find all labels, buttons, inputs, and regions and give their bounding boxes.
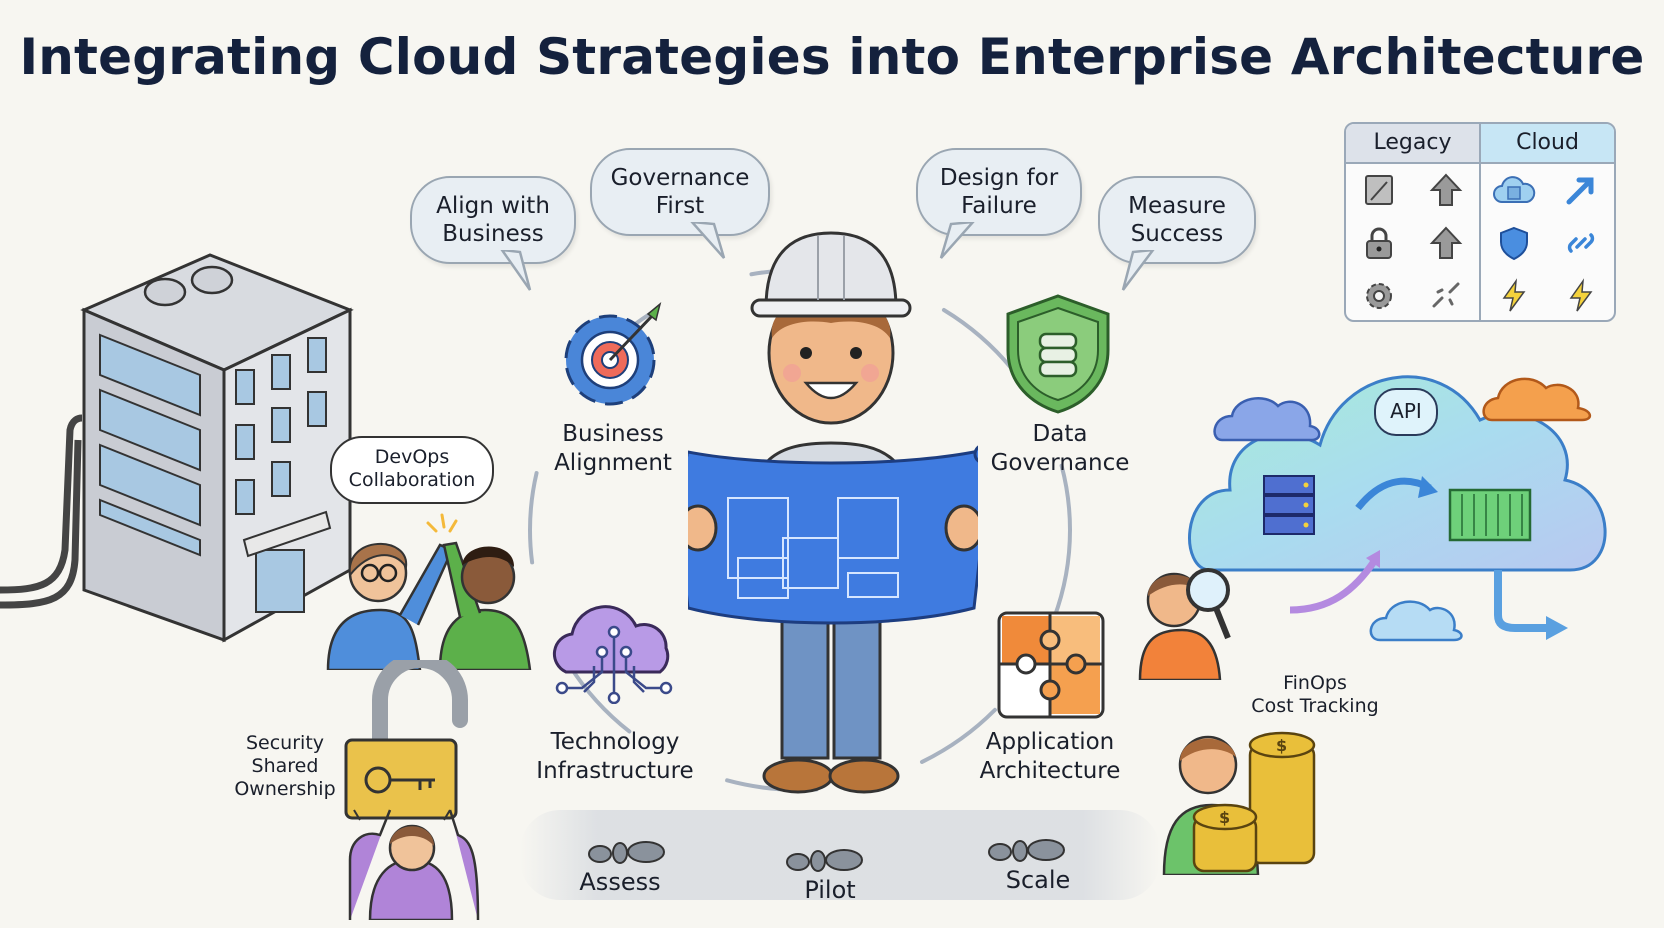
server-rack-icon <box>1365 175 1394 206</box>
principle-text: Design for <box>939 165 1059 191</box>
broken-link-icon <box>1432 282 1460 308</box>
pillar-data-governance: Data Governance <box>970 420 1150 478</box>
step-assess: Assess <box>579 868 661 896</box>
up-arrow-icon <box>1429 226 1463 259</box>
principle-text: Align with <box>436 193 550 219</box>
finops-coins-figure: $ $ <box>1162 731 1316 875</box>
shield-database-icon <box>1006 294 1110 414</box>
devops-label: DevOps <box>374 446 450 468</box>
devops-speech-bubble: DevOps Collaboration <box>330 436 494 504</box>
legacy-column <box>1346 164 1481 320</box>
legacy-vs-cloud-table: Legacy Cloud <box>1344 122 1616 322</box>
cloud-header: Cloud <box>1481 124 1614 162</box>
cloud-circuit-icon <box>552 605 673 704</box>
link-icon <box>1567 233 1594 253</box>
svg-text:$: $ <box>1219 808 1230 827</box>
pillar-label: Governance <box>990 450 1130 476</box>
principle-bubble-measure: Measure Success <box>1098 176 1256 264</box>
lightning-icon <box>1502 277 1526 312</box>
pillar-business-alignment: Business Alignment <box>528 420 698 478</box>
cloud-environment <box>1188 375 1607 642</box>
pillar-application-architecture: Application Architecture <box>960 728 1140 786</box>
finops-note: FinOps Cost Tracking <box>1240 672 1390 718</box>
pillar-label: Architecture <box>979 758 1121 784</box>
principle-text: Business <box>442 221 544 247</box>
security-label: Shared <box>251 755 319 777</box>
pillar-technology-infrastructure: Technology Infrastructure <box>510 728 720 786</box>
principle-text: Measure <box>1128 193 1226 219</box>
pillar-label: Alignment <box>554 450 672 476</box>
security-padlock-figure <box>344 660 480 920</box>
svg-text:$: $ <box>1276 736 1287 755</box>
finops-label: FinOps <box>1283 672 1347 694</box>
server-stack-icon <box>1263 475 1315 535</box>
analyst-with-magnifier <box>1138 568 1231 680</box>
api-bubble: API <box>1374 388 1438 436</box>
pillar-label: Business <box>562 421 664 447</box>
bubble-tail <box>1121 250 1155 291</box>
step-pilot: Pilot <box>804 876 856 904</box>
security-label: Ownership <box>234 778 336 800</box>
pillar-label: Application <box>985 729 1115 755</box>
page-title: Integrating Cloud Strategies into Enterp… <box>19 28 1645 86</box>
enterprise-architect-figure <box>688 231 978 794</box>
legacy-header: Legacy <box>1346 124 1481 162</box>
pillar-label: Infrastructure <box>536 758 694 784</box>
gear-icon <box>1366 282 1393 309</box>
lightning-icon <box>1569 277 1593 312</box>
footprints-icon <box>988 839 1065 862</box>
pillar-label: Data <box>1032 421 1088 447</box>
principle-bubble-governance: Governance First <box>590 148 770 236</box>
bubble-tail <box>939 222 975 259</box>
principle-text: Failure <box>961 193 1037 219</box>
bubble-tail <box>500 250 532 291</box>
up-arrow-icon <box>1429 173 1463 207</box>
pillar-label: Technology <box>550 729 680 755</box>
bubble-tail <box>690 222 726 259</box>
gear-target-icon <box>564 301 662 406</box>
shield-icon <box>1500 226 1529 261</box>
puzzle-icon <box>997 611 1105 719</box>
principle-bubble-align: Align with Business <box>410 176 576 264</box>
finops-label: Cost Tracking <box>1251 695 1379 717</box>
principle-text: First <box>655 193 705 219</box>
step-scale: Scale <box>1005 866 1071 894</box>
devops-team-high-five <box>326 513 532 670</box>
security-label: Security <box>245 732 325 754</box>
principle-text: Success <box>1130 221 1224 247</box>
padlock-icon <box>1366 227 1393 259</box>
cloud-column <box>1481 164 1614 320</box>
devops-label: Collaboration <box>348 469 476 491</box>
principle-text: Governance <box>610 165 750 191</box>
footprints-icon <box>786 849 863 872</box>
footprints-icon <box>588 841 665 864</box>
security-note: Security Shared Ownership <box>220 732 350 801</box>
principle-bubble-design: Design for Failure <box>916 148 1082 236</box>
legacy-datacenter-building <box>0 253 354 643</box>
cloud-storage-icon <box>1493 176 1536 204</box>
diagonal-arrow-icon <box>1566 177 1594 205</box>
